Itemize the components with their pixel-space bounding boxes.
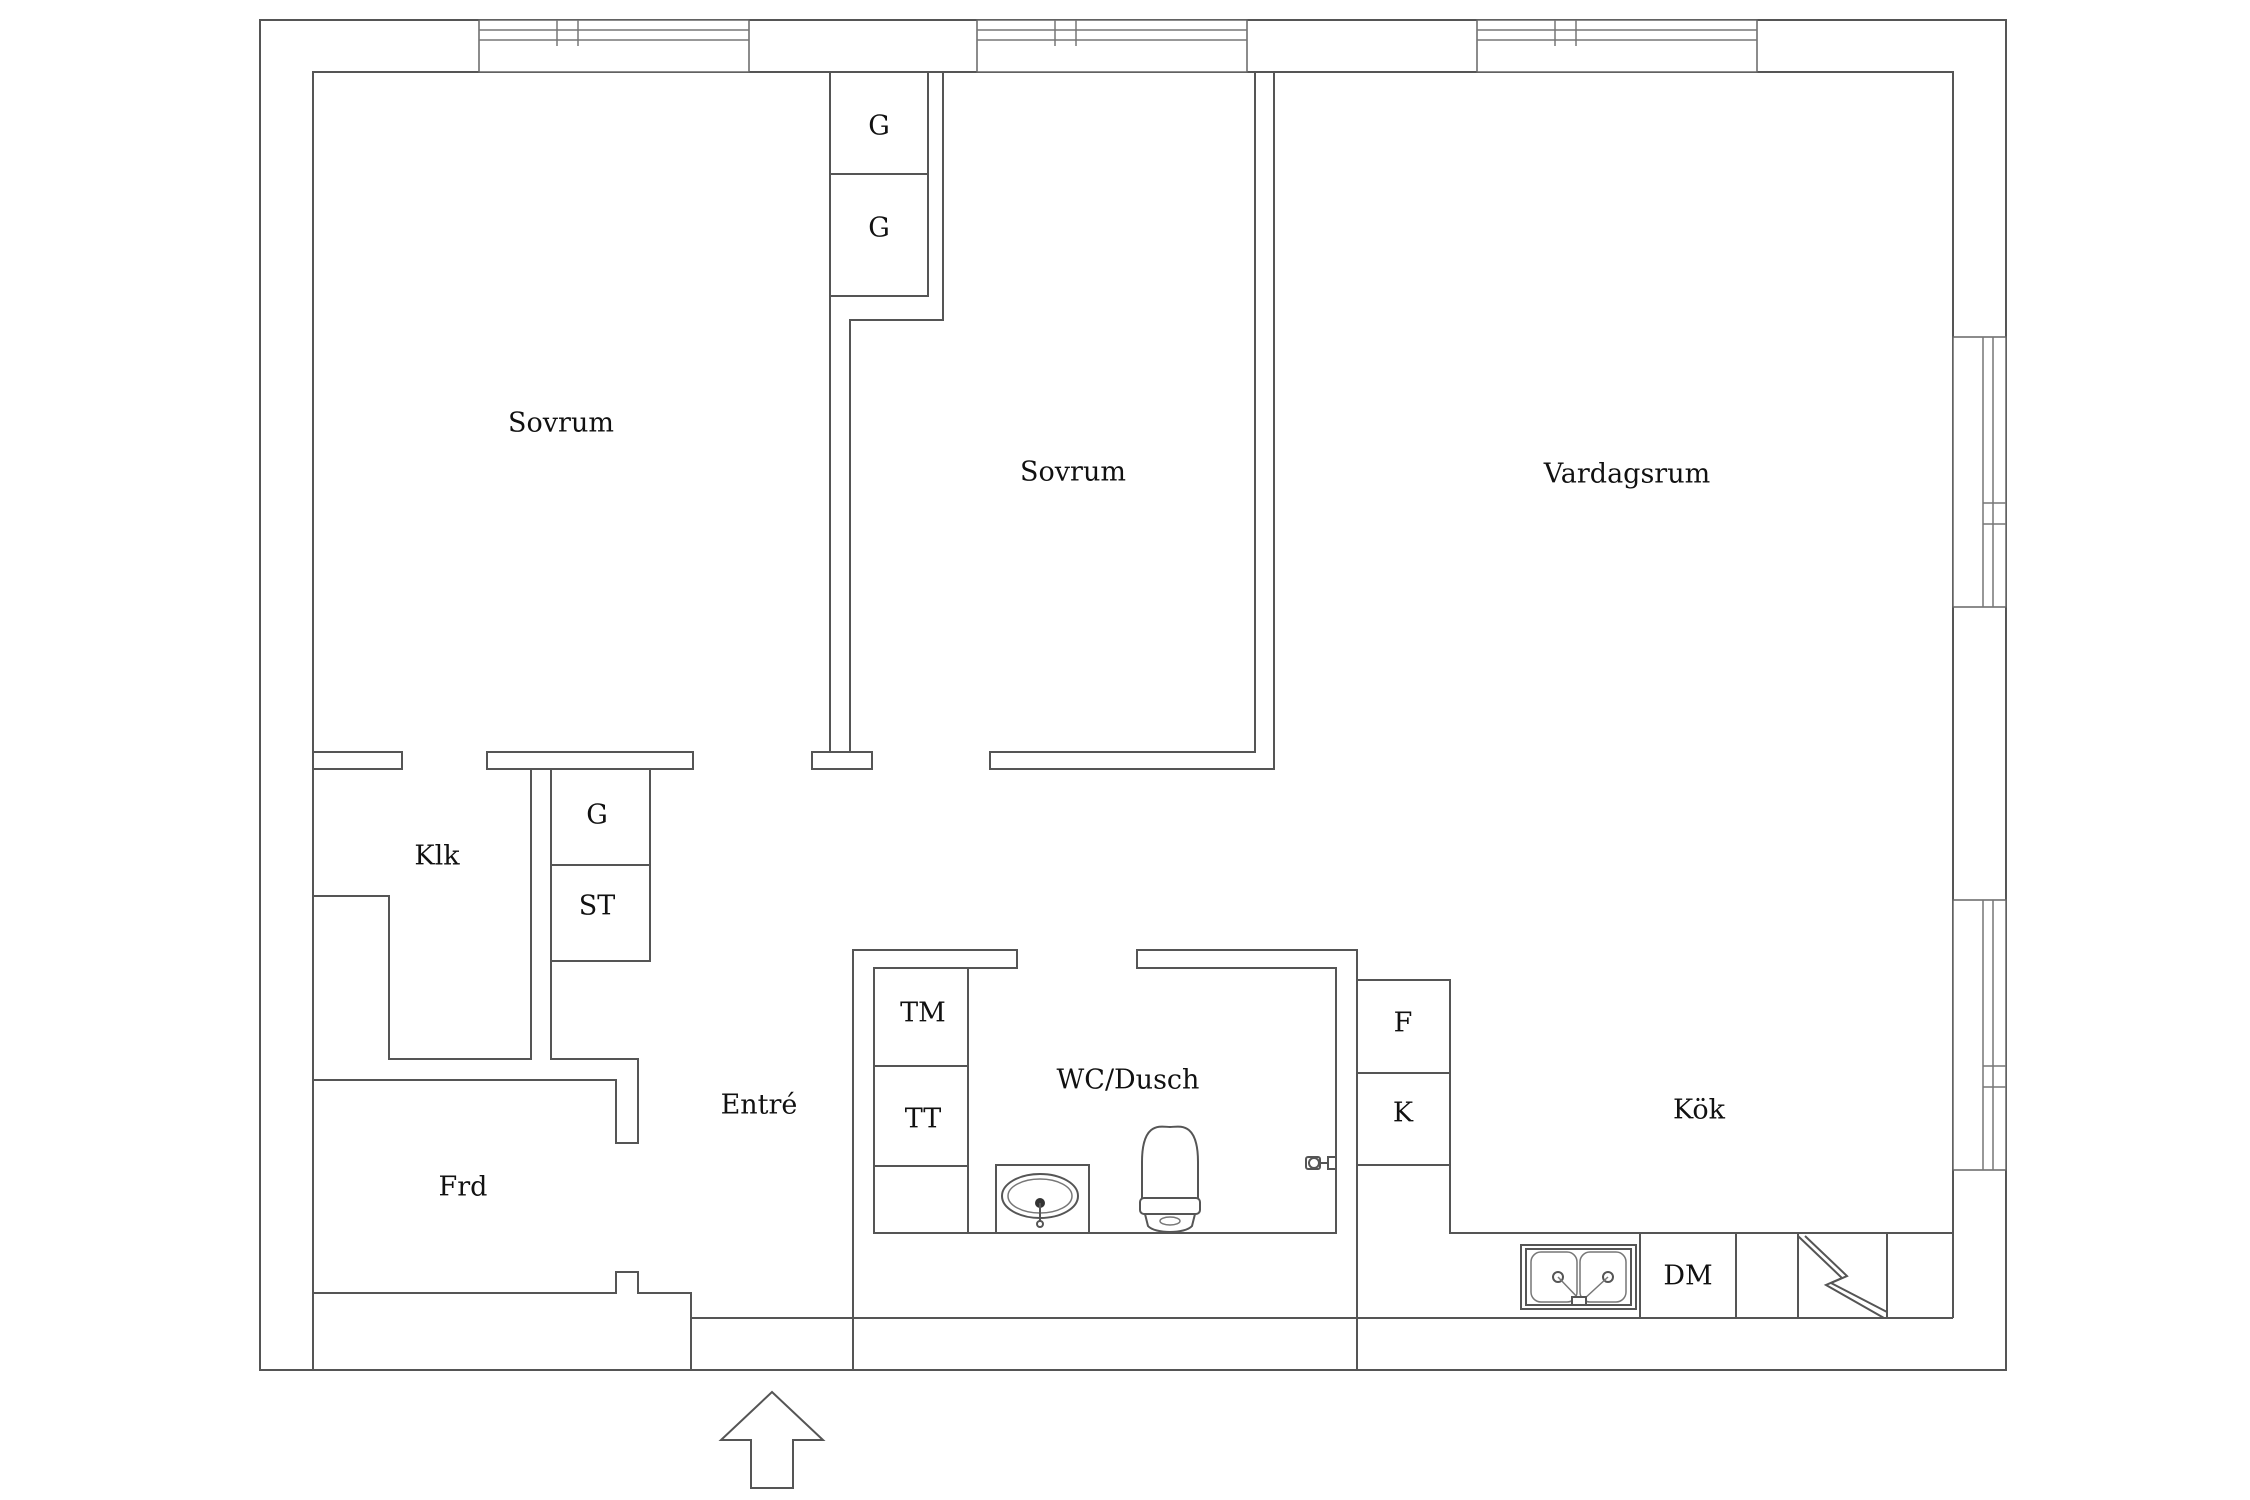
- window-top-right: [1476, 19, 1758, 73]
- fridge-label: F: [1394, 1008, 1413, 1039]
- stove-icon: [1797, 1232, 1888, 1319]
- room-label-bedroom-middle: Sovrum: [1020, 457, 1126, 488]
- wardrobe-label: G: [868, 213, 890, 244]
- toilet-icon: [1139, 1125, 1201, 1233]
- room-label-living-room: Vardagsrum: [1543, 459, 1710, 490]
- washing-machine-label: TM: [900, 998, 946, 1029]
- window-right-lower: [1952, 899, 2007, 1171]
- room-label-bathroom: WC/Dusch: [1057, 1065, 1200, 1096]
- hall-cabinets: [313, 768, 651, 1144]
- window-top-middle: [976, 19, 1248, 73]
- bathroom-walls: [852, 949, 1358, 1370]
- interior-walls: [312, 71, 1275, 770]
- storage-walls: [312, 1080, 692, 1370]
- dishwasher-label: DM: [1663, 1261, 1712, 1292]
- tumble-dryer-label: TT: [905, 1104, 942, 1135]
- room-label-kitchen: Kök: [1673, 1095, 1726, 1126]
- room-label-storage: Frd: [439, 1172, 488, 1203]
- kitchen-counters: [1356, 979, 1953, 1370]
- wardrobe-label: G: [868, 111, 890, 142]
- sink-icon: [995, 1164, 1090, 1234]
- room-label-entrance: Entré: [721, 1090, 798, 1121]
- window-right-upper: [1952, 336, 2007, 608]
- outer-walls: [259, 19, 2007, 1371]
- up-arrow-icon: [718, 1390, 826, 1489]
- walk-in-closet-walls: [312, 768, 532, 1060]
- shower-icon: [1305, 1156, 1337, 1170]
- room-label-bedroom-left: Sovrum: [508, 408, 614, 439]
- double-sink-icon: [1520, 1244, 1637, 1310]
- cleaning-cabinet-label: ST: [579, 891, 616, 922]
- room-label-walk-in-closet: Klk: [414, 841, 460, 872]
- wardrobe-label: G: [586, 800, 608, 831]
- window-top-left: [478, 19, 750, 73]
- freezer-label: K: [1393, 1098, 1414, 1129]
